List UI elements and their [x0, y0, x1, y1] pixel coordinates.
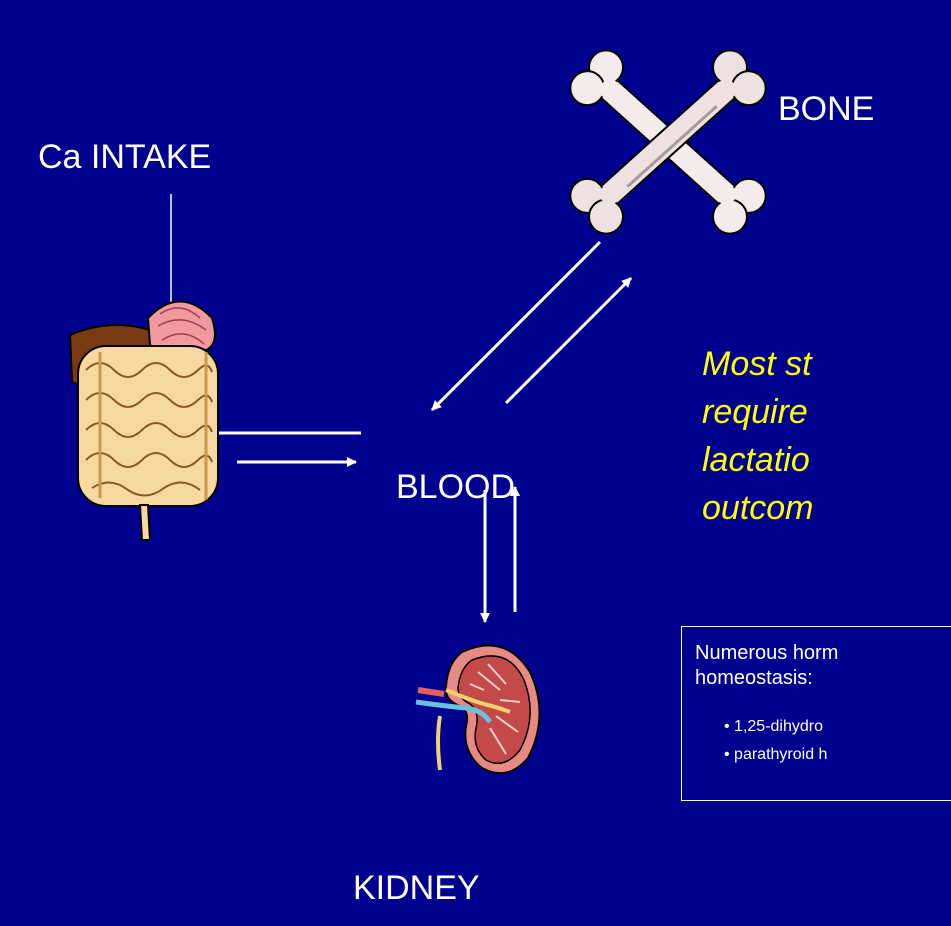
- arrow-blood-to-bone: [506, 278, 631, 403]
- note-line: Most st: [702, 340, 814, 388]
- note-line: lactatio: [702, 436, 814, 484]
- note-line: outcom: [702, 484, 814, 532]
- hormone-heading-line: Numerous horm: [695, 641, 838, 666]
- hormone-list-item: 1,25-dihydro: [724, 713, 827, 741]
- note-text: Most st require lactatio outcom: [702, 340, 814, 532]
- bone-icon: [563, 43, 772, 240]
- note-line: require: [702, 388, 814, 436]
- hormone-box-heading: Numerous horm homeostasis:: [695, 641, 838, 691]
- hormone-list: 1,25-dihydro parathyroid h: [724, 713, 827, 769]
- hormone-list-item: parathyroid h: [724, 741, 827, 769]
- ca-intake-label: Ca INTAKE: [38, 140, 211, 174]
- intestine-icon: [70, 302, 218, 541]
- hormone-box: Numerous horm homeostasis: 1,25-dihydro …: [681, 626, 951, 801]
- arrow-bone-to-blood: [432, 242, 600, 410]
- kidney-icon: [416, 645, 540, 773]
- bone-label: BONE: [778, 92, 874, 126]
- hormone-heading-line: homeostasis:: [695, 666, 838, 691]
- kidney-label: KIDNEY: [353, 871, 480, 905]
- blood-label: BLOOD: [396, 470, 515, 504]
